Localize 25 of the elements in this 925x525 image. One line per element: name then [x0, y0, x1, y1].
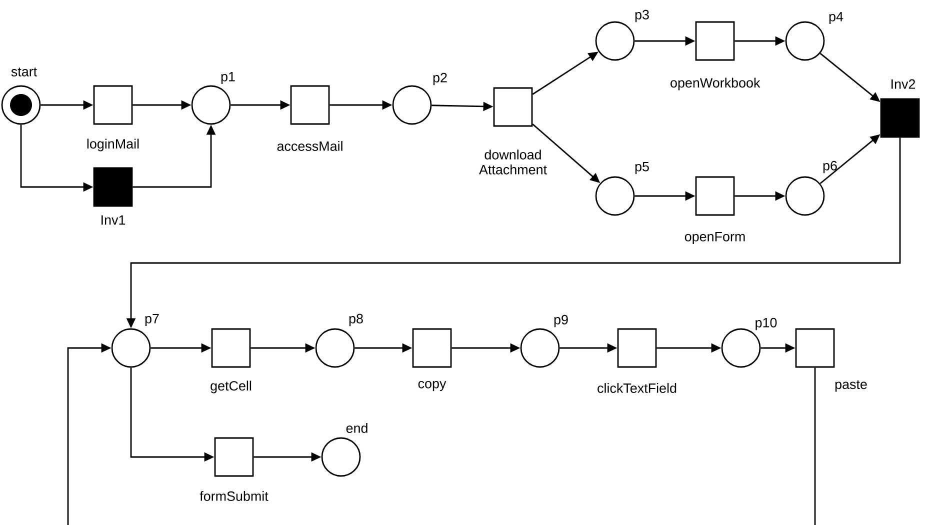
transition-label: Inv1	[102, 215, 126, 225]
transition-label: accessMail	[277, 141, 342, 151]
place-label: p5	[635, 162, 649, 174]
place-label: p4	[829, 12, 844, 24]
transition-label: formSubmit	[200, 491, 268, 501]
transition-label: loginMail	[87, 138, 139, 152]
place-label: p6	[823, 160, 837, 174]
place-label: p8	[349, 314, 363, 326]
place-label: p2	[433, 72, 447, 86]
transition-label: clickTextField	[598, 383, 676, 393]
place-label: p9	[554, 314, 568, 328]
transition-label: getCell	[210, 380, 252, 394]
place-label: p3	[635, 10, 649, 22]
arrow	[67, 343, 816, 525]
transition-label: openWorkbook	[670, 78, 760, 90]
place-label: p1	[221, 72, 235, 84]
place-label: start	[11, 68, 37, 76]
place-label: end	[346, 423, 368, 433]
transition-label: paste	[835, 380, 867, 392]
transition-label: download Attachment	[479, 150, 547, 174]
transition-label: Inv2	[892, 79, 916, 89]
transition-label: openForm	[684, 232, 745, 244]
place-label: p7	[145, 314, 159, 326]
transition-label: copy	[418, 380, 446, 392]
place-label: p10	[756, 318, 777, 330]
